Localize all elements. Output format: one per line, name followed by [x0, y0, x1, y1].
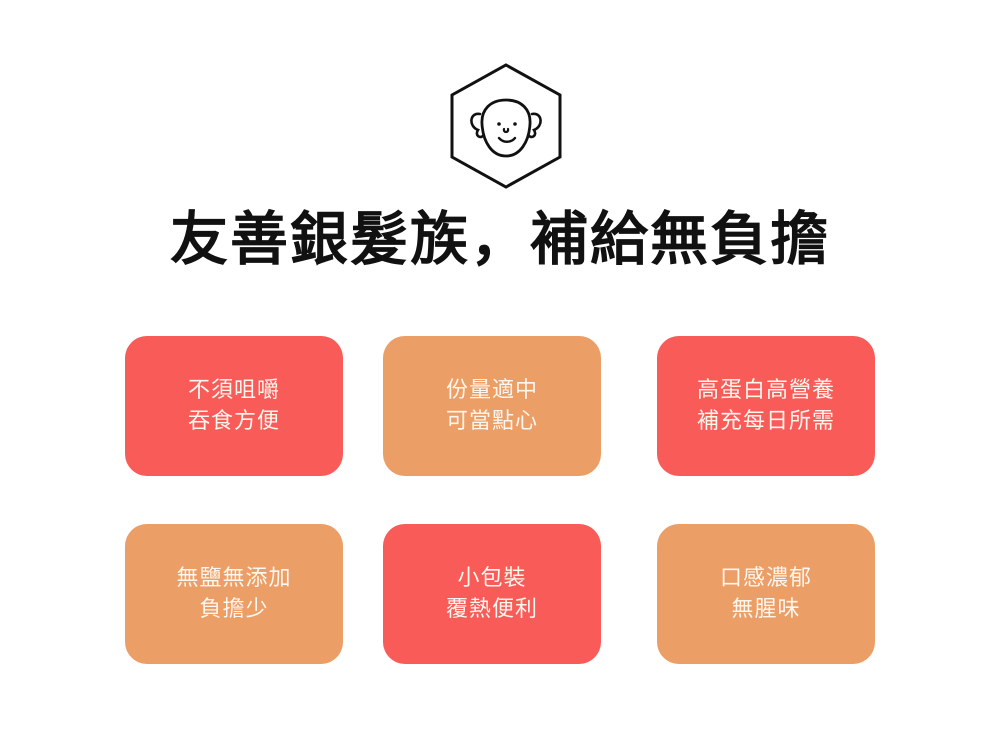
card-line-2: 無腥味 [731, 597, 801, 622]
feature-card-protein: 高蛋白高營養 補充每日所需 [657, 336, 875, 476]
card-line-1: 口感濃郁 [719, 566, 812, 591]
card-line-2: 負擔少 [199, 597, 269, 622]
card-line-2: 可當點心 [445, 409, 538, 434]
card-line-1: 小包裝 [457, 566, 527, 591]
feature-card-no-salt: 無鹽無添加 負擔少 [125, 524, 343, 664]
elder-face-hexagon-icon [448, 62, 564, 190]
feature-card-rich-taste: 口感濃郁 無腥味 [657, 524, 875, 664]
card-line-1: 不須咀嚼 [187, 378, 280, 403]
card-line-1: 無鹽無添加 [176, 566, 292, 591]
card-line-1: 份量適中 [445, 378, 538, 403]
feature-card-no-chewing: 不須咀嚼 吞食方便 [125, 336, 343, 476]
card-line-2: 覆熱便利 [445, 597, 538, 622]
card-line-2: 吞食方便 [187, 409, 280, 434]
page-title: 友善銀髮族，補給無負擔 [169, 205, 830, 273]
feature-card-small-pack: 小包裝 覆熱便利 [383, 524, 601, 664]
card-line-1: 高蛋白高營養 [696, 378, 835, 403]
card-line-2: 補充每日所需 [696, 409, 835, 434]
feature-card-portion: 份量適中 可當點心 [383, 336, 601, 476]
